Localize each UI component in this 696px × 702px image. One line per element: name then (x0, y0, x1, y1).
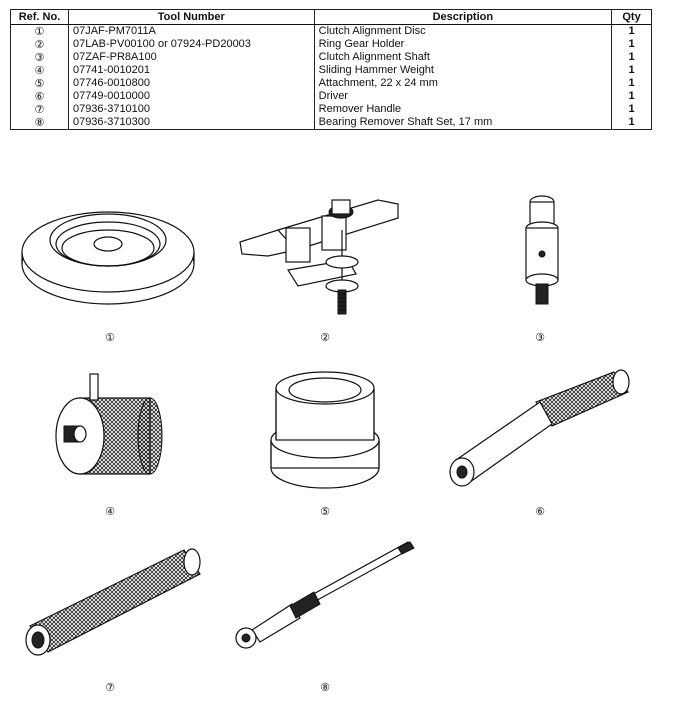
table-row: ⑧ 07936-3710300 Bearing Remover Shaft Se… (10, 116, 652, 130)
row-description: Remover Handle (313, 103, 613, 116)
table-header-row: Ref. No. Tool Number Description Qty (10, 9, 652, 25)
row-ref: ① (10, 24, 69, 38)
figure-label-6: ⑥ (535, 505, 545, 518)
row-qty: 1 (611, 103, 652, 116)
row-ref: ③ (10, 51, 69, 64)
row-ref: ⑤ (10, 77, 69, 90)
row-description: Sliding Hammer Weight (313, 64, 613, 77)
row-ref: ⑧ (10, 116, 69, 130)
row-description: Driver (313, 90, 613, 103)
row-tool-number: 07741-0010201 (67, 64, 315, 77)
header-qty: Qty (611, 9, 652, 25)
row-tool-number: 07749-0010000 (67, 90, 315, 103)
header-description: Description (313, 9, 613, 25)
header-ref-no: Ref. No. (10, 9, 69, 25)
special-tools-table: Ref. No. Tool Number Description Qty ① 0… (10, 9, 652, 130)
table-row: ⑤ 07746-0010800 Attachment, 22 x 24 mm 1 (10, 77, 652, 90)
row-ref: ⑥ (10, 90, 69, 103)
row-qty: 1 (611, 116, 652, 130)
figure-label-2: ② (320, 331, 330, 344)
figure-label-4: ④ (105, 505, 115, 518)
row-description: Clutch Alignment Shaft (313, 51, 613, 64)
clutch-alignment-shaft-illustration (525, 195, 559, 305)
row-description: Bearing Remover Shaft Set, 17 mm (313, 116, 613, 130)
row-description: Attachment, 22 x 24 mm (313, 77, 613, 90)
row-ref: ② (10, 38, 69, 51)
figure-label-3: ③ (535, 331, 545, 344)
row-description: Ring Gear Holder (313, 38, 613, 51)
row-ref: ⑦ (10, 103, 69, 116)
row-tool-number: 07746-0010800 (67, 77, 315, 90)
row-qty: 1 (611, 90, 652, 103)
figure-label-5: ⑤ (320, 505, 330, 518)
table-row: ① 07JAF-PM7011A Clutch Alignment Disc 1 (10, 24, 652, 38)
table-row: ④ 07741-0010201 Sliding Hammer Weight 1 (10, 64, 652, 77)
figure-label-8: ⑧ (320, 681, 330, 694)
table-row: ② 07LAB-PV00100 or 07924-PD20003 Ring Ge… (10, 38, 652, 51)
row-tool-number: 07LAB-PV00100 or 07924-PD20003 (67, 38, 315, 51)
header-tool-number: Tool Number (67, 9, 315, 25)
row-qty: 1 (611, 77, 652, 90)
row-qty: 1 (611, 38, 652, 51)
row-description: Clutch Alignment Disc (313, 24, 613, 38)
table-row: ⑥ 07749-0010000 Driver 1 (10, 90, 652, 103)
attachment-illustration (270, 371, 380, 489)
remover-handle-illustration (25, 548, 201, 656)
table-row: ⑦ 07936-3710100 Remover Handle 1 (10, 103, 652, 116)
bearing-remover-shaft-illustration (235, 541, 415, 649)
row-qty: 1 (611, 51, 652, 64)
row-qty: 1 (611, 24, 652, 38)
row-tool-number: 07JAF-PM7011A (67, 24, 315, 38)
ring-gear-holder-illustration (239, 199, 399, 315)
figure-label-1: ① (105, 331, 115, 344)
table-row: ③ 07ZAF-PR8A100 Clutch Alignment Shaft 1 (10, 51, 652, 64)
driver-illustration (449, 369, 630, 487)
row-tool-number: 07ZAF-PR8A100 (67, 51, 315, 64)
row-tool-number: 07936-3710300 (67, 116, 315, 130)
row-qty: 1 (611, 64, 652, 77)
sliding-hammer-weight-illustration (55, 373, 163, 475)
clutch-alignment-disc-illustration (21, 211, 195, 305)
figure-label-7: ⑦ (105, 681, 115, 694)
row-tool-number: 07936-3710100 (67, 103, 315, 116)
row-ref: ④ (10, 64, 69, 77)
